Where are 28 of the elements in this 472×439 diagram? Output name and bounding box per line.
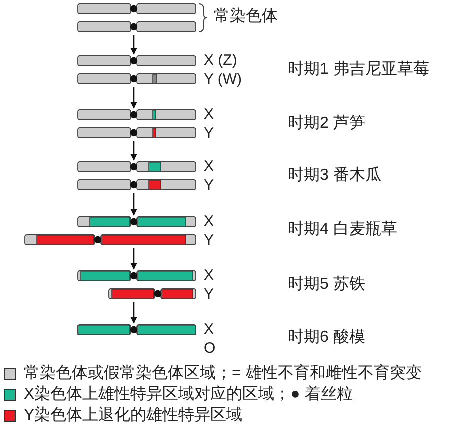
stage-label: 时期4 白麦瓶草: [288, 222, 398, 238]
chromosome-label: Y (W): [204, 72, 242, 87]
chromosome-label: X (Z): [204, 53, 238, 68]
chromosome-label: X: [204, 214, 214, 229]
chromosome-label: Y: [204, 287, 214, 302]
stage-label: 时期2 芦笋: [288, 116, 366, 132]
arrow: [130, 87, 138, 109]
chromosome-label: O: [204, 341, 216, 356]
chromosome-label: Y: [204, 233, 214, 248]
stage-label: 时期5 苏铁: [288, 277, 366, 293]
chromosome-label: X: [204, 268, 214, 283]
arrow: [130, 248, 138, 270]
legend-text: Y染色体上退化的雄性特异区域: [24, 408, 243, 424]
stage-label: 时期6 酸模: [288, 330, 366, 346]
arrow: [130, 302, 138, 324]
stage-label: 时期1 弗吉尼亚草莓: [288, 62, 430, 78]
arrow: [130, 141, 138, 161]
chromosome-label: X: [204, 107, 214, 122]
chromosome-label: X: [204, 159, 214, 174]
chromosome-label: Y: [204, 178, 214, 193]
chromosome-label: X: [204, 322, 214, 337]
arrow: [130, 193, 138, 216]
group-label: 常染色体: [214, 9, 278, 25]
legend-text: 常染色体或假常染色体区域；= 雄性不育和雌性不育突变: [24, 366, 422, 382]
legend-text: X染色体上雄性特异区域对应的区域；● 着丝粒: [24, 387, 353, 403]
stage-label: 时期3 番木瓜: [288, 168, 382, 184]
arrow: [130, 35, 138, 55]
chromosome-label: Y: [204, 126, 214, 141]
